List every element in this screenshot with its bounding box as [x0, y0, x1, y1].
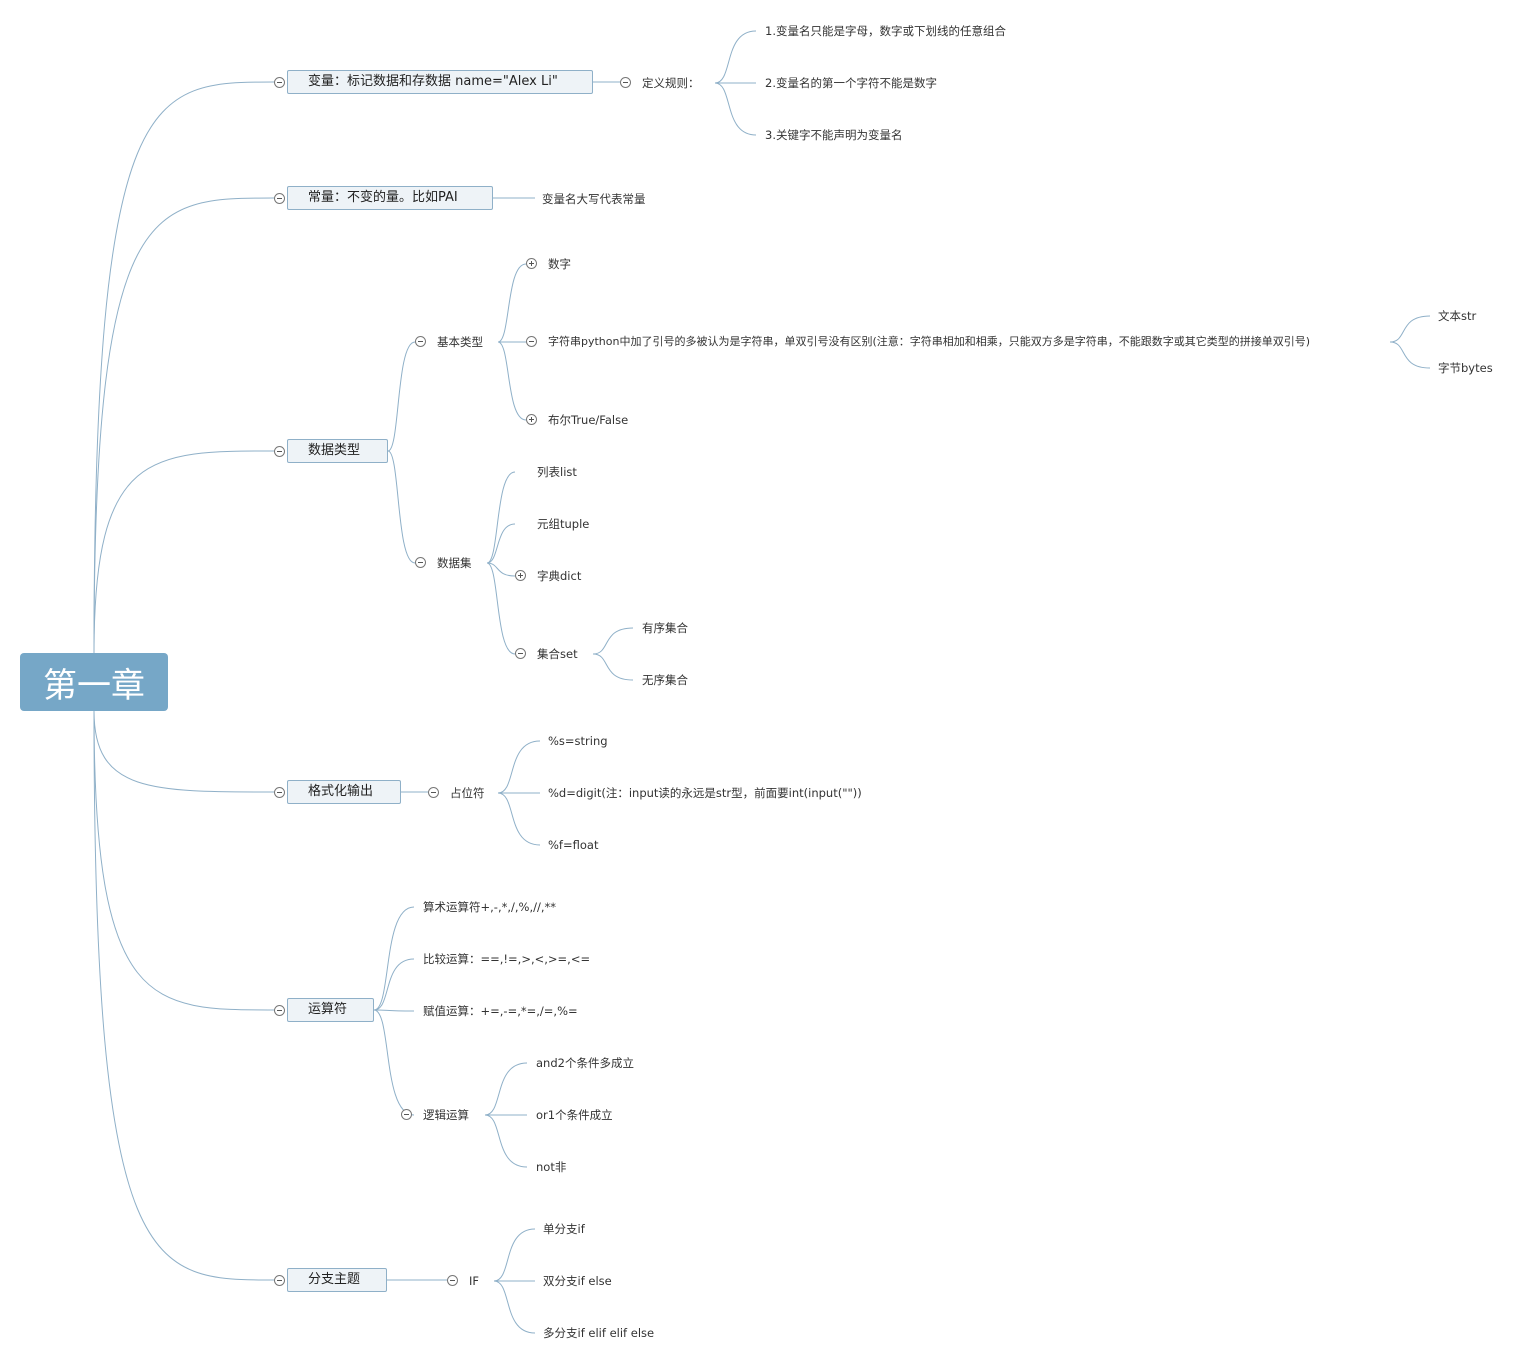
node-arithmetic[interactable]: 算术运算符+,-,*,/,%,//,** [423, 900, 557, 914]
node-list[interactable]: 列表list [537, 465, 577, 479]
node-text-str[interactable]: 文本str [1438, 309, 1477, 323]
node-string[interactable]: 字符串python中加了引号的多被认为是字符串，单双引号没有区别(注意：字符串相… [548, 335, 1311, 348]
collapse-toggle-icon[interactable] [274, 446, 285, 457]
connector-line [93, 450, 275, 654]
node-variable[interactable]: 变量：标记数据和存数据 name="Alex Li" [287, 70, 593, 94]
collapse-toggle-icon[interactable] [415, 336, 426, 347]
collapse-toggle-icon[interactable] [415, 557, 426, 568]
node-number[interactable]: 数字 [548, 257, 571, 271]
node-or[interactable]: or1个条件成立 [536, 1108, 613, 1122]
connector-line [1389, 315, 1431, 343]
node-operators[interactable]: 运算符 [287, 998, 374, 1022]
collapse-toggle-icon[interactable] [620, 77, 631, 88]
connector-line [486, 523, 516, 564]
collapse-toggle-icon[interactable] [274, 77, 285, 88]
node-ordered-set[interactable]: 有序集合 [642, 621, 688, 635]
collapse-toggle-icon[interactable] [401, 1109, 412, 1120]
connector-line [497, 263, 527, 343]
expand-toggle-icon[interactable] [515, 570, 526, 581]
node-single-branch[interactable]: 单分支if [543, 1222, 585, 1236]
node-if[interactable]: IF [469, 1274, 480, 1288]
connector-line [93, 710, 275, 1011]
connector-line [373, 906, 415, 1011]
node-format-d[interactable]: %d=digit(注：input读的永远是str型，前面要int(input("… [548, 786, 862, 800]
connector-line [497, 341, 527, 421]
connector-line [93, 81, 275, 654]
node-multi-branch[interactable]: 多分支if elif elif else [543, 1326, 655, 1340]
connector-line [93, 710, 275, 1281]
connector-line [484, 1114, 528, 1168]
connector-line [486, 471, 516, 564]
collapse-toggle-icon[interactable] [447, 1275, 458, 1286]
node-bytes[interactable]: 字节bytes [1438, 361, 1493, 375]
connector-line [1389, 341, 1431, 369]
node-assign[interactable]: 赋值运算：+=,-=,*=,/=,%= [423, 1004, 578, 1018]
collapse-toggle-icon[interactable] [274, 193, 285, 204]
collapse-toggle-icon[interactable] [274, 787, 285, 798]
expand-toggle-icon[interactable] [526, 258, 537, 269]
node-basic-types[interactable]: 基本类型 [437, 335, 483, 349]
node-format-f[interactable]: %f=float [548, 838, 599, 852]
connector-line [373, 1009, 415, 1116]
expand-toggle-icon[interactable] [526, 414, 537, 425]
node-rule-2[interactable]: 2.变量名的第一个字符不能是数字 [765, 76, 937, 90]
connector-line [387, 450, 416, 564]
node-placeholder[interactable]: 占位符 [450, 786, 485, 800]
node-dict[interactable]: 字典dict [537, 569, 582, 583]
connector-line [592, 627, 634, 655]
collapse-toggle-icon[interactable] [526, 336, 537, 347]
node-not[interactable]: not非 [536, 1160, 567, 1174]
node-unordered-set[interactable]: 无序集合 [642, 673, 688, 687]
root-node[interactable]: 第一章 [20, 653, 168, 711]
connector-line [714, 30, 757, 84]
connector-line [387, 341, 416, 452]
connector-line [497, 792, 541, 846]
collapse-toggle-icon[interactable] [515, 648, 526, 659]
connector-line [493, 1228, 536, 1282]
node-rules-title[interactable]: 定义规则： [642, 76, 700, 90]
connector-line [486, 562, 516, 655]
node-compare[interactable]: 比较运算：==,!=,>,<,>=,<= [423, 952, 591, 966]
collapse-toggle-icon[interactable] [274, 1005, 285, 1016]
connector-line [484, 1062, 528, 1116]
node-double-branch[interactable]: 双分支if else [543, 1274, 612, 1288]
collapse-toggle-icon[interactable] [274, 1275, 285, 1286]
connector-line [493, 1280, 536, 1334]
node-format-s[interactable]: %s=string [548, 734, 608, 748]
node-constant-note[interactable]: 变量名大写代表常量 [542, 192, 646, 206]
node-rule-1[interactable]: 1.变量名只能是字母，数字或下划线的任意组合 [765, 24, 1006, 38]
connector-line [497, 740, 541, 794]
node-bool[interactable]: 布尔True/False [548, 413, 629, 427]
node-collection[interactable]: 数据集 [437, 556, 472, 570]
node-format-output[interactable]: 格式化输出 [287, 780, 401, 804]
connector-line [714, 82, 757, 136]
node-rule-3[interactable]: 3.关键字不能声明为变量名 [765, 128, 903, 142]
node-logic[interactable]: 逻辑运算 [423, 1108, 469, 1122]
node-tuple[interactable]: 元组tuple [537, 517, 590, 531]
node-and[interactable]: and2个条件多成立 [536, 1056, 634, 1070]
connector-line [93, 710, 275, 793]
connector-line [373, 1009, 415, 1012]
connector-line [373, 958, 415, 1011]
node-data-types[interactable]: 数据类型 [287, 439, 388, 463]
collapse-toggle-icon[interactable] [428, 787, 439, 798]
node-branch[interactable]: 分支主题 [287, 1268, 387, 1292]
connector-line [486, 562, 516, 577]
node-set[interactable]: 集合set [537, 647, 578, 661]
node-constant[interactable]: 常量：不变的量。比如PAI [287, 186, 493, 210]
connector-line [93, 197, 275, 654]
connector-line [592, 653, 634, 681]
